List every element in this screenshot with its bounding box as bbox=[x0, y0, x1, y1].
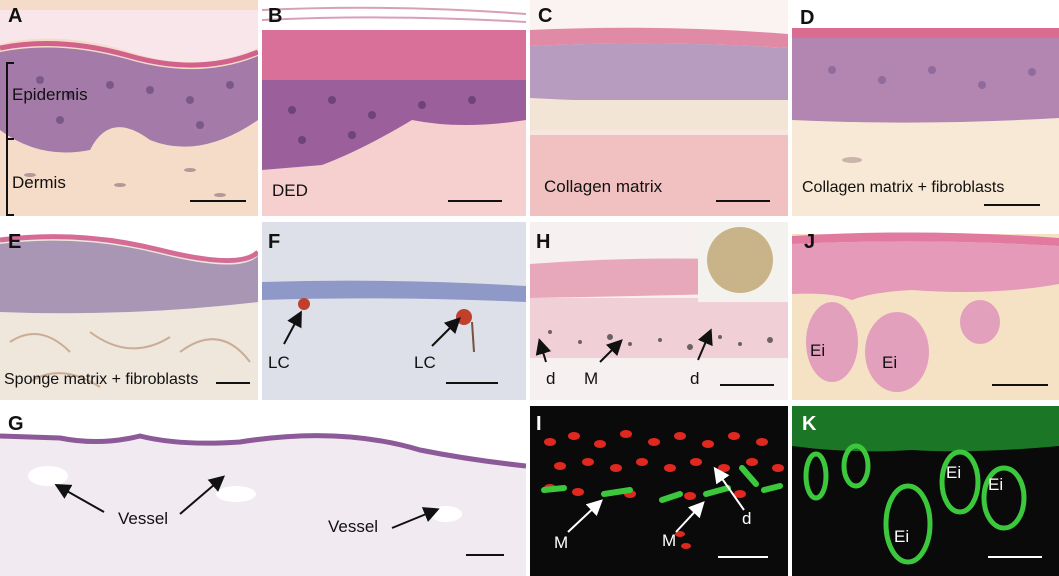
ei-label-2: Ei bbox=[882, 353, 898, 372]
panel-d-caption: Collagen matrix + fibroblasts bbox=[802, 179, 1005, 196]
panel-c: C Collagen matrix bbox=[530, 0, 788, 216]
panel-h-label: H bbox=[536, 231, 551, 253]
panel-a-label: A bbox=[8, 5, 23, 27]
lc-label-2: LC bbox=[414, 353, 436, 372]
panel-d: D Collagen matrix + fibroblasts bbox=[792, 0, 1059, 216]
panel-f-arrows bbox=[283, 310, 461, 347]
scale-bar bbox=[720, 384, 774, 386]
panel-g-histology bbox=[0, 406, 526, 576]
panel-a-histology bbox=[0, 0, 258, 216]
dermis-label: Dermis bbox=[12, 173, 66, 192]
epidermis-label: Epidermis bbox=[12, 85, 88, 104]
scale-bar bbox=[992, 384, 1048, 386]
m-label-1: M bbox=[554, 533, 569, 552]
panel-b: B DED bbox=[262, 0, 526, 216]
scale-bar bbox=[984, 204, 1040, 206]
panel-c-label: C bbox=[538, 5, 553, 27]
panel-h-arrows bbox=[535, 328, 713, 363]
panel-e: E Sponge matrix + fibroblasts bbox=[0, 222, 258, 400]
panel-a: A Epidermis Dermis bbox=[0, 0, 258, 216]
scale-bar bbox=[988, 556, 1042, 558]
panel-i: I M M d bbox=[530, 406, 788, 576]
panel-f: F LC LC bbox=[262, 222, 526, 400]
ei-label-1: Ei bbox=[810, 341, 826, 360]
scale-bar bbox=[446, 382, 498, 384]
ei-label-3: Ei bbox=[894, 527, 910, 546]
m-label: M bbox=[584, 369, 599, 388]
lc-label-1: LC bbox=[268, 353, 290, 372]
m-label-2: M bbox=[662, 531, 677, 550]
d-label-2: d bbox=[690, 369, 700, 388]
scale-bar bbox=[448, 200, 502, 202]
dermis-bracket bbox=[6, 138, 14, 216]
scale-bar bbox=[716, 200, 770, 202]
d-label-1: d bbox=[546, 369, 556, 388]
scale-bar bbox=[216, 382, 250, 384]
panel-e-caption: Sponge matrix + fibroblasts bbox=[4, 371, 199, 388]
panel-j-histology bbox=[792, 222, 1059, 400]
panel-c-histology bbox=[530, 0, 788, 216]
scale-bar bbox=[718, 556, 768, 558]
panel-c-caption: Collagen matrix bbox=[544, 177, 663, 196]
panel-g-arrows bbox=[54, 475, 440, 529]
ei-label-2: Ei bbox=[988, 475, 1004, 494]
panel-b-label: B bbox=[268, 5, 283, 27]
d-label: d bbox=[742, 509, 752, 528]
panel-d-label: D bbox=[800, 7, 815, 29]
panel-i-label: I bbox=[536, 413, 542, 435]
panel-i-fluorescence bbox=[530, 406, 788, 576]
panel-g-label: G bbox=[8, 413, 24, 435]
panel-k-label: K bbox=[802, 413, 817, 435]
panel-k-fluorescence bbox=[792, 406, 1059, 576]
panel-b-caption: DED bbox=[272, 181, 308, 200]
panel-i-arrows bbox=[567, 466, 745, 533]
panel-k: K Ei Ei Ei bbox=[792, 406, 1059, 576]
panel-e-label: E bbox=[8, 231, 22, 253]
panel-f-label: F bbox=[268, 231, 281, 253]
panel-d-histology bbox=[792, 0, 1059, 216]
panel-h-histology bbox=[530, 222, 788, 400]
ei-label-1: Ei bbox=[946, 463, 962, 482]
panel-j: J Ei Ei bbox=[792, 222, 1059, 400]
vessel-label-2: Vessel bbox=[328, 517, 379, 536]
panel-g: G Vessel Vessel bbox=[0, 406, 526, 576]
panel-h: H d M d bbox=[530, 222, 788, 400]
panel-f-immunostain bbox=[262, 222, 526, 400]
scale-bar bbox=[466, 554, 504, 556]
panel-e-histology bbox=[0, 222, 258, 400]
panel-b-histology bbox=[262, 0, 526, 216]
vessel-label-1: Vessel bbox=[118, 509, 169, 528]
scale-bar bbox=[190, 200, 246, 202]
panel-j-label: J bbox=[804, 231, 816, 253]
